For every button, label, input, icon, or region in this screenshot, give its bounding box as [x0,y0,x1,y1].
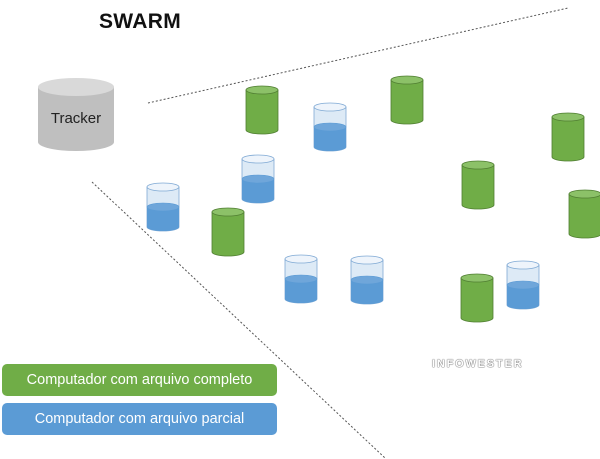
legend-partial-label: Computador com arquivo parcial [34,411,245,427]
peer-complete [390,75,424,125]
peer-partial [506,260,540,310]
swarm-boundary-top [147,7,569,104]
peer-group [146,75,600,323]
peer-complete [551,112,585,162]
peer-top [506,260,540,270]
peer-body [568,193,600,239]
peer-fill-surface [146,202,180,212]
peer-top [568,189,600,199]
peer-body [211,211,245,257]
peer-body [245,89,279,135]
peer-fill [242,179,274,203]
peer-partial [284,254,318,304]
peer-body [460,277,494,323]
peer-fill [351,280,383,304]
peer-partial [241,154,275,204]
peer-fill [507,285,539,309]
peer-top [551,112,585,122]
tracker-body [38,87,114,151]
peer-top [245,85,279,95]
peer-body [461,164,495,210]
peer-top [461,160,495,170]
tracker-label: Tracker [51,110,101,127]
peer-partial [350,255,384,305]
peer-top [390,75,424,85]
peer-complete [568,189,600,239]
peer-top [284,254,318,264]
infowester-watermark: INFOWESTER [432,358,524,370]
peer-top [146,182,180,192]
legend-partial: Computador com arquivo parcial [2,403,277,435]
legend-complete: Computador com arquivo completo [2,364,277,396]
peer-fill-surface [350,275,384,285]
peer-complete [245,85,279,135]
peer-complete [461,160,495,210]
tracker-server: Tracker [38,78,114,151]
peer-fill-surface [284,274,318,284]
peer-complete [460,273,494,323]
peer-body [551,116,585,162]
peer-body [390,79,424,125]
peer-partial [313,102,347,152]
peer-fill-surface [506,280,540,290]
peer-fill [147,207,179,231]
peer-top [313,102,347,112]
peer-complete [211,207,245,257]
peer-partial [146,182,180,232]
legend-complete-label: Computador com arquivo completo [26,372,253,388]
peer-top [241,154,275,164]
peer-top [460,273,494,283]
peer-fill [285,279,317,303]
tracker-top [38,78,114,96]
peer-top [211,207,245,217]
peer-fill [314,127,346,151]
peer-top [350,255,384,265]
swarm-boundary-bottom [91,181,386,459]
peer-fill-surface [241,174,275,184]
swarm-title: SWARM [99,10,181,33]
peer-fill-surface [313,122,347,132]
